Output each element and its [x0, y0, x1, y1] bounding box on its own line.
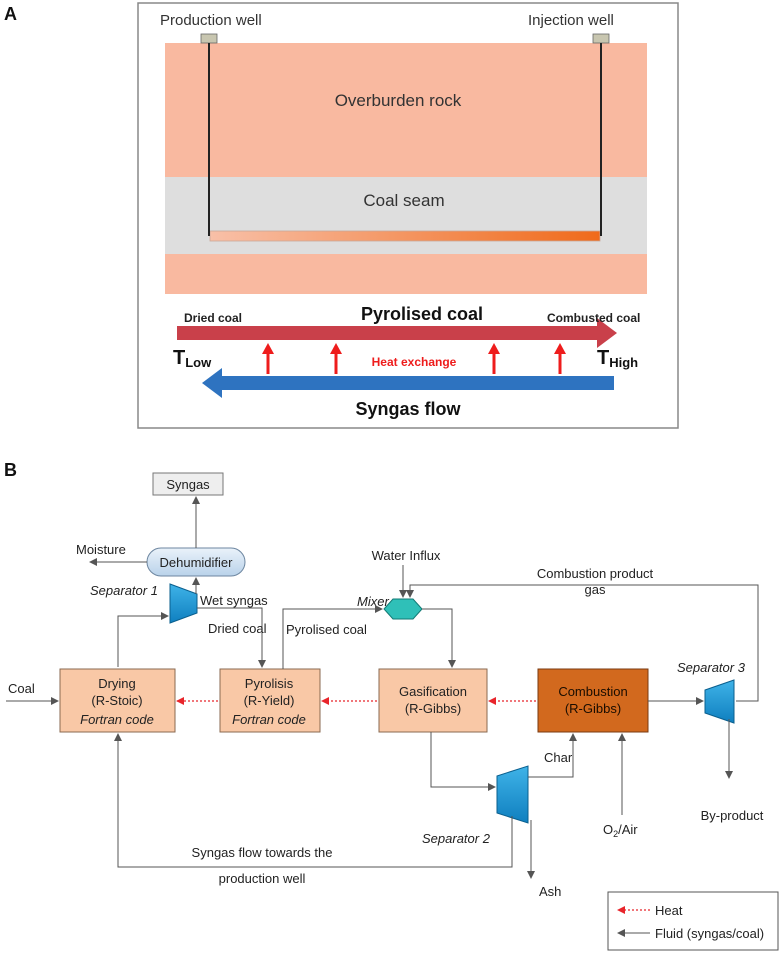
overburden-rock-layer: [165, 43, 647, 177]
dried-coal-flow: [197, 607, 266, 668]
pyrolised-coal-label: Pyrolised coal: [286, 622, 367, 637]
production-well-label: Production well: [160, 12, 262, 29]
mixer-unit: [383, 598, 423, 620]
combustion-reactor-name: Combustion: [558, 684, 627, 699]
drying-reactor: [59, 668, 176, 733]
gasification-reactor-type: (R-Gibbs): [405, 701, 461, 716]
gasification-reactor: [378, 668, 488, 733]
heat-arrow-3: [488, 343, 500, 374]
drying-reactor-code: Fortran code: [80, 712, 154, 727]
panel-b-label: B: [4, 460, 17, 480]
combusted-coal-label: Combusted coal: [547, 311, 640, 325]
pyrolisis-reactor: [219, 668, 321, 733]
drying-reactor-type: (R-Stoic): [91, 693, 142, 708]
drying-to-separator-1-flow: [117, 612, 169, 667]
water-influx-label: Water Influx: [372, 548, 441, 563]
syngas-return-label-1: Syngas flow towards the: [192, 845, 333, 860]
heat-arrow-4: [554, 343, 566, 374]
syngas-return-flow: [114, 733, 513, 868]
drying-reactor-name: Drying: [98, 676, 136, 691]
gasification-reactor-name: Gasification: [399, 684, 467, 699]
dried-coal-label: Dried coal: [184, 311, 242, 325]
syngas-flow-label: Syngas flow: [355, 399, 461, 419]
injection-wellhead: [592, 33, 610, 44]
legend-box: [607, 891, 779, 951]
combustion-product-gas-label-1: Combustion product: [537, 566, 654, 581]
production-wellhead: [200, 33, 218, 44]
separator-3-label: Separator 3: [677, 660, 746, 675]
heat-exchange-arrows: [262, 343, 566, 374]
separator-1: [169, 583, 198, 624]
separator-1-label: Separator 1: [90, 583, 158, 598]
pyrolisis-reactor-name: Pyrolisis: [245, 676, 294, 691]
ash-label: Ash: [539, 884, 561, 899]
dehumidifier-label: Dehumidifier: [160, 555, 234, 570]
bottom-rock-layer: [165, 254, 647, 294]
wet-syngas-label: Wet syngas: [200, 593, 268, 608]
syngas-flow-arrow: [202, 368, 614, 398]
char-label: Char: [544, 750, 573, 765]
heat-exchange-label: Heat exchange: [372, 355, 457, 369]
pyrolisis-reactor-code: Fortran code: [232, 712, 306, 727]
coal-seam-layer: [165, 177, 647, 254]
separator-3: [704, 679, 735, 724]
combustion-reactor: [537, 668, 649, 733]
gasification-to-separator-2-flow: [430, 732, 496, 791]
legend-heat-label: Heat: [655, 903, 683, 918]
pyrolisis-reactor-type: (R-Yield): [244, 693, 295, 708]
pyrolisis-to-mixer-flow: [282, 605, 383, 669]
combustion-product-gas-label-2: gas: [585, 582, 606, 597]
syngas-output-label: Syngas: [166, 477, 210, 492]
heat-arrow-1: [262, 343, 274, 374]
gasification-channel: [209, 230, 601, 242]
mixer-to-gasification-flow: [422, 608, 456, 668]
overburden-rock-label: Overburden rock: [335, 91, 462, 110]
moisture-label: Moisture: [76, 542, 126, 557]
t-low-label: TLow: [173, 347, 212, 370]
combustion-reactor-type: (R-Gibbs): [565, 701, 621, 716]
by-product-label: By-product: [701, 808, 764, 823]
panel-a-label: A: [4, 4, 17, 24]
mixer-label: Mixer: [357, 594, 389, 609]
char-flow: [528, 733, 577, 778]
pyrolised-coal-label: Pyrolised coal: [361, 304, 483, 324]
t-high-label: THigh: [597, 347, 638, 370]
coal-seam-label: Coal seam: [363, 191, 444, 210]
o2-air-label: O2/Air: [603, 822, 638, 839]
legend-fluid-label: Fluid (syngas/coal): [655, 926, 764, 941]
coal-feed-label: Coal: [8, 681, 35, 696]
injection-well-label: Injection well: [528, 12, 614, 29]
separator-2-label: Separator 2: [422, 831, 491, 846]
syngas-output-box: [152, 472, 224, 496]
pyrolised-coal-arrow: [177, 318, 617, 348]
syngas-return-label-2: production well: [219, 871, 306, 886]
separator-2: [496, 765, 529, 824]
combustion-product-gas-flow: [406, 584, 759, 702]
dried-coal-label: Dried coal: [208, 621, 267, 636]
heat-arrow-2: [330, 343, 342, 374]
